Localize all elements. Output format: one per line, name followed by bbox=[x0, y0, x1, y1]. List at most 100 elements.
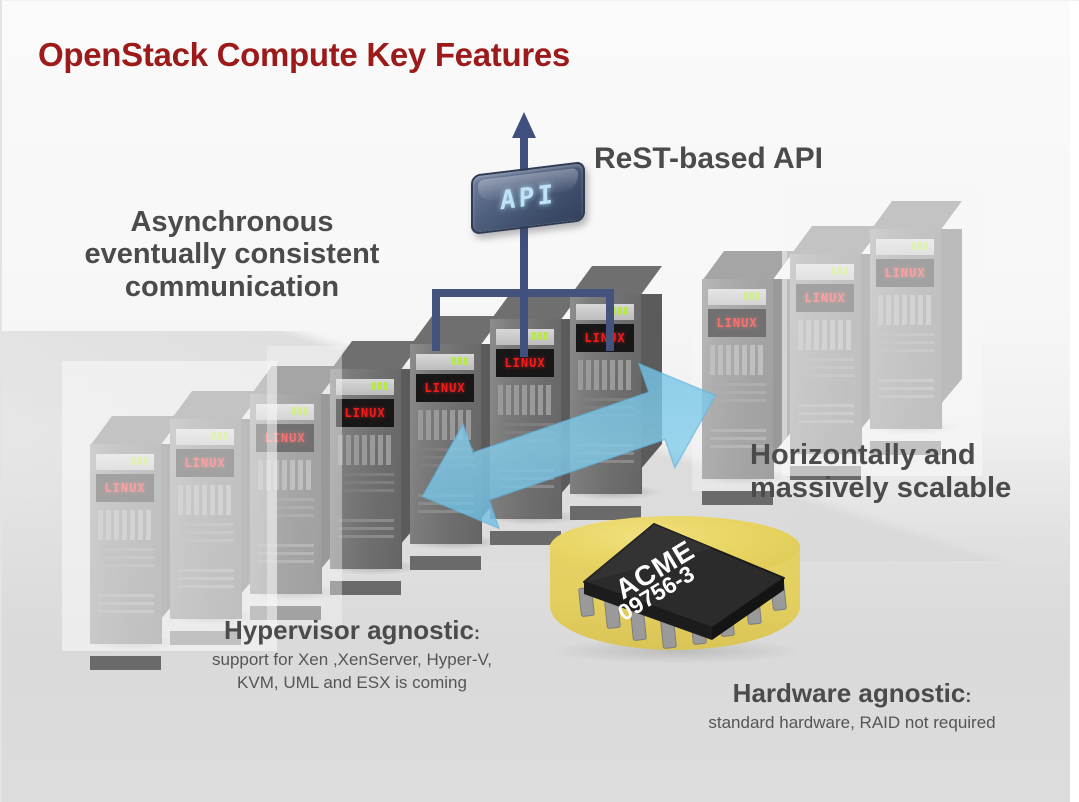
callout-rest-api: ReST-based API bbox=[594, 142, 823, 175]
rack-vents bbox=[98, 510, 154, 540]
rack-vents bbox=[578, 360, 634, 390]
rack-os-label: LINUX bbox=[716, 316, 758, 330]
rack-face: LINUX bbox=[702, 279, 774, 505]
rack-base-lines bbox=[338, 519, 394, 543]
rack-face: LINUX bbox=[330, 369, 402, 595]
rack-display: LINUX bbox=[96, 474, 154, 502]
rack-vents bbox=[178, 485, 234, 515]
rack-os-label: LINUX bbox=[264, 431, 306, 445]
bus-drop-line-right bbox=[606, 289, 614, 351]
rack-vents bbox=[498, 385, 554, 415]
rack-panel-lines bbox=[798, 358, 854, 382]
rack-display: LINUX bbox=[708, 309, 766, 337]
chip-icon bbox=[578, 523, 787, 649]
rack-panel-lines bbox=[338, 473, 394, 497]
rack-display: LINUX bbox=[336, 399, 394, 427]
rack-face: LINUX bbox=[170, 419, 242, 645]
hardware-sub-line1: standard hardware, RAID not required bbox=[708, 712, 996, 732]
rack-display: LINUX bbox=[796, 284, 854, 312]
rack-panel-lines bbox=[710, 383, 766, 407]
api-sign-group: API bbox=[457, 106, 627, 366]
rack-os-label: LINUX bbox=[184, 456, 226, 470]
hypervisor-sub: support for Xen ,XenServer, Hyper-V, KVM… bbox=[132, 649, 572, 695]
rack-vents bbox=[258, 460, 314, 490]
callout-async-communication: Asynchronous eventually consistent commu… bbox=[27, 206, 437, 303]
rack-panel-lines bbox=[98, 548, 154, 572]
rack-base-lines bbox=[98, 594, 154, 618]
api-sign-plaque: API bbox=[471, 161, 585, 235]
rack-top bbox=[870, 201, 962, 231]
rack-vents bbox=[710, 345, 766, 375]
rack-top bbox=[170, 391, 262, 421]
hypervisor-sub-line2: KVM, UML and ESX is coming bbox=[237, 672, 467, 692]
rack-led-indicators bbox=[832, 267, 852, 275]
page-title: OpenStack Compute Key Features bbox=[38, 36, 570, 73]
rack-base-lines bbox=[258, 544, 314, 568]
rack-display: LINUX bbox=[876, 259, 934, 287]
rack-os-label: LINUX bbox=[424, 381, 466, 395]
hardware-heading-colon: : bbox=[965, 686, 972, 706]
rack-display: LINUX bbox=[416, 374, 474, 402]
rack-panel-lines bbox=[878, 333, 934, 357]
rack-base-lines bbox=[878, 379, 934, 403]
rack-foot bbox=[90, 656, 161, 670]
rack-led-indicators bbox=[912, 242, 932, 250]
api-sign-pole bbox=[520, 132, 528, 357]
rack-vents bbox=[418, 410, 474, 440]
rack-display: LINUX bbox=[256, 424, 314, 452]
rack-led-indicators bbox=[132, 457, 152, 465]
rack-os-label: LINUX bbox=[344, 406, 386, 420]
hardware-chip-group: ACME 09756-3 bbox=[542, 506, 832, 696]
callout-scalable-line1: Horizontally and bbox=[750, 439, 976, 471]
hardware-heading-text: Hardware agnostic bbox=[732, 678, 966, 708]
rack-base-lines bbox=[710, 429, 766, 453]
block-hypervisor-agnostic: Hypervisor agnostic: support for Xen ,Xe… bbox=[132, 616, 572, 694]
rack-face: LINUX bbox=[250, 394, 322, 620]
api-sign-label: API bbox=[500, 179, 556, 217]
rack-top bbox=[702, 251, 794, 281]
rack-vents bbox=[338, 435, 394, 465]
rack-os-label: LINUX bbox=[584, 331, 626, 345]
rack-os-label: LINUX bbox=[804, 291, 846, 305]
right-margin bbox=[1070, 1, 1079, 802]
rack-foot bbox=[702, 491, 773, 505]
bus-drop-line-left bbox=[432, 289, 440, 351]
rack-top bbox=[250, 366, 342, 396]
callout-async-line1: Asynchronous bbox=[130, 206, 334, 238]
hypervisor-heading-text: Hypervisor agnostic bbox=[224, 615, 474, 645]
rack-face: LINUX bbox=[870, 229, 942, 455]
hardware-heading: Hardware agnostic: bbox=[642, 679, 1062, 708]
callout-scalable-line2: massively scalable bbox=[750, 472, 1012, 505]
hypervisor-heading: Hypervisor agnostic: bbox=[132, 616, 572, 645]
rack-foot bbox=[330, 581, 401, 595]
rack-side bbox=[940, 229, 962, 405]
chip-body bbox=[583, 523, 785, 640]
rack-foot bbox=[570, 506, 641, 520]
rack-led-indicators bbox=[452, 357, 472, 365]
rack-base-lines bbox=[798, 404, 854, 428]
rack-led-indicators bbox=[744, 292, 764, 300]
rack-face: LINUX bbox=[90, 444, 162, 670]
rack-os-label: LINUX bbox=[504, 356, 546, 370]
rack-face: LINUX bbox=[410, 344, 482, 570]
rack-panel-lines bbox=[258, 498, 314, 522]
callout-async-line2: eventually consistent bbox=[84, 238, 380, 271]
rack-led-indicators bbox=[292, 407, 312, 415]
callout-scalability: Horizontally and massively scalable bbox=[750, 439, 1060, 506]
double-headed-arrow-icon bbox=[404, 331, 734, 561]
rack-led-indicators bbox=[372, 382, 392, 390]
rack-display: LINUX bbox=[176, 449, 234, 477]
rack-display: LINUX bbox=[576, 324, 634, 352]
hypervisor-heading-colon: : bbox=[473, 623, 480, 643]
rack-panel-lines bbox=[178, 523, 234, 547]
block-hardware-agnostic: Hardware agnostic: standard hardware, RA… bbox=[642, 679, 1062, 735]
rack-top bbox=[790, 226, 882, 256]
callout-async-line3: communication bbox=[124, 270, 340, 303]
rack-os-label: LINUX bbox=[884, 266, 926, 280]
rack-led-indicators bbox=[532, 332, 552, 340]
hypervisor-sub-line1: support for Xen ,XenServer, Hyper-V, bbox=[211, 649, 493, 669]
rack-os-label: LINUX bbox=[104, 481, 146, 495]
rack-foot bbox=[410, 556, 481, 570]
rack-top bbox=[90, 416, 182, 446]
